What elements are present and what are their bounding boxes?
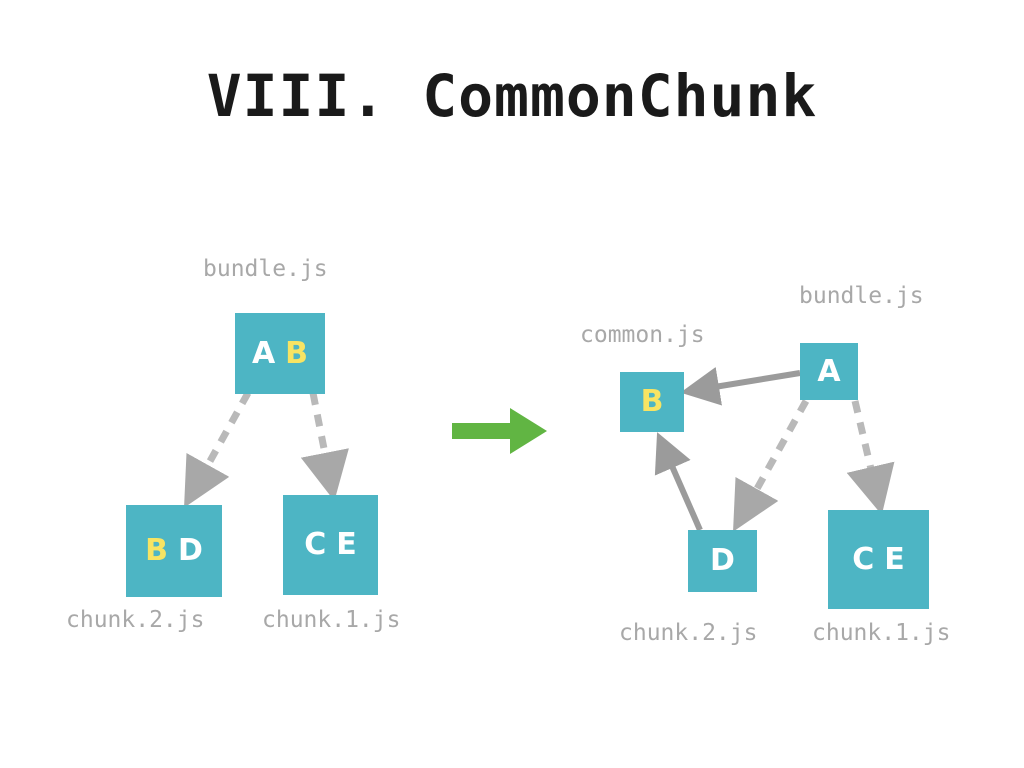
right-arrow-icon: [452, 408, 547, 454]
module-letter-a: A: [251, 335, 276, 371]
label-chunk1-js-right: chunk.1.js: [812, 620, 951, 646]
page-title: VIII. CommonChunk: [206, 62, 818, 130]
box-chunk2-left[interactable]: B D: [126, 505, 222, 597]
module-letter-d: D: [177, 533, 203, 568]
module-letter-b: B: [285, 335, 309, 371]
edge-bundle-to-chunk1-left: [300, 392, 349, 502]
edge-chunk2-to-common-right: [654, 432, 703, 532]
box-chunk1-left[interactable]: C E: [283, 495, 378, 595]
module-letter-c: C: [852, 541, 875, 577]
edge-bundle-to-chunk1-right: [846, 400, 895, 515]
module-letter-b: B: [145, 533, 168, 568]
edge-bundle-to-common-right: [680, 367, 801, 406]
box-bundle-left[interactable]: A B: [235, 313, 325, 394]
module-letter-c: C: [304, 527, 327, 562]
label-chunk2-js-left: chunk.2.js: [66, 607, 205, 633]
module-letter-e: E: [336, 527, 357, 562]
edge-bundle-to-chunk2-right: [733, 399, 810, 532]
label-bundle-js-right: bundle.js: [799, 283, 924, 309]
module-letter-d: D: [710, 543, 735, 578]
box-bundle-right[interactable]: A: [800, 343, 858, 400]
label-common-js-right: common.js: [580, 322, 705, 348]
label-chunk1-js-left: chunk.1.js: [262, 607, 401, 633]
label-bundle-js-left: bundle.js: [203, 256, 328, 282]
label-chunk2-js-right: chunk.2.js: [619, 620, 758, 646]
module-letter-e: E: [884, 541, 905, 577]
module-letter-b: B: [640, 384, 664, 419]
box-chunk2-right[interactable]: D: [688, 530, 757, 592]
module-letter-a: A: [817, 353, 841, 389]
box-common-right[interactable]: B: [620, 372, 684, 432]
box-chunk1-right[interactable]: C E: [828, 510, 929, 609]
edge-bundle-to-chunk2-left: [184, 391, 252, 508]
